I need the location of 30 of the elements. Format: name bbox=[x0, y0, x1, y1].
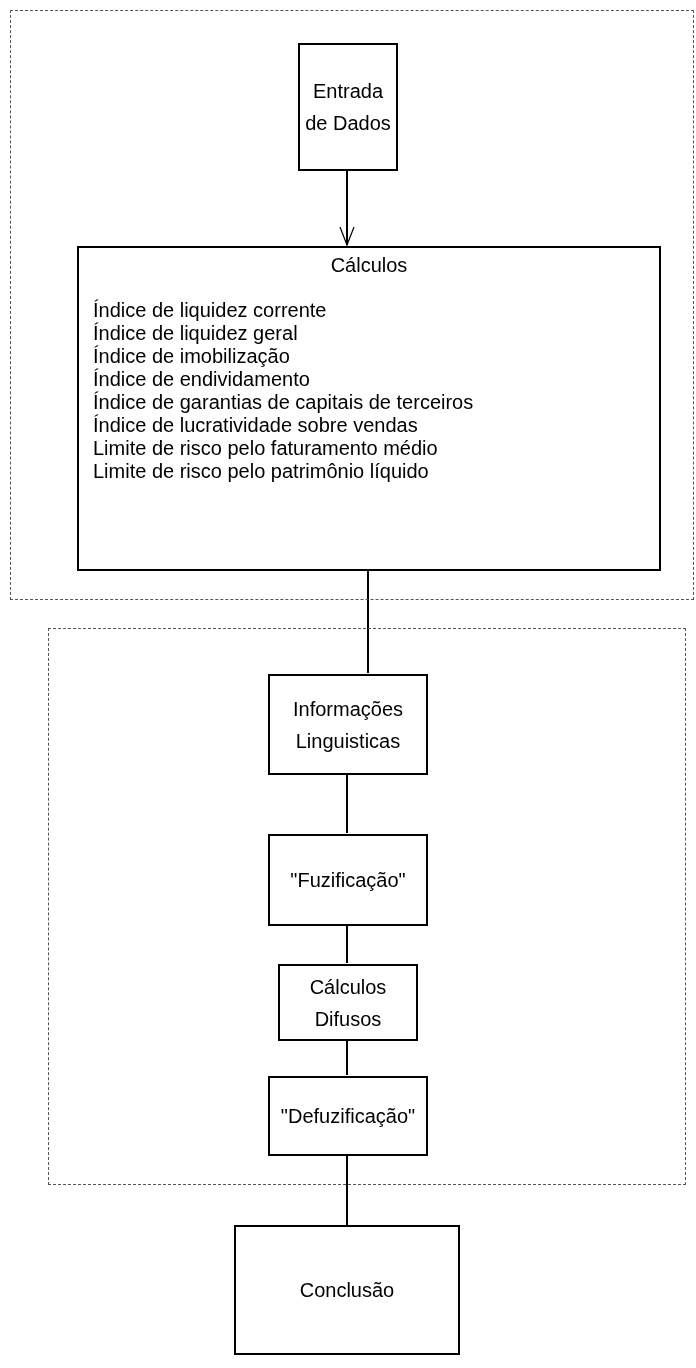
process-box bbox=[298, 43, 398, 171]
box-label: "Defuzificação" bbox=[280, 1104, 416, 1129]
box-label: Informações Linguisticas bbox=[291, 696, 405, 754]
list-item: Índice de liquidez corrente bbox=[93, 299, 328, 322]
process-box bbox=[77, 246, 661, 571]
box-label: Cálculos bbox=[329, 254, 409, 277]
connector-line bbox=[346, 1039, 348, 1076]
connector-line bbox=[346, 773, 348, 834]
connector-line bbox=[346, 924, 348, 964]
list-item: Índice de garantias de capitais de terceiros bbox=[93, 391, 475, 414]
connector-line bbox=[346, 1154, 348, 1226]
process-box bbox=[278, 964, 418, 1041]
list-item: Índice de imobilização bbox=[93, 345, 291, 368]
connector-line bbox=[339, 169, 355, 246]
process-box bbox=[268, 834, 428, 926]
box-label: Conclusão bbox=[299, 1278, 395, 1303]
process-box bbox=[268, 674, 428, 775]
list-item: Índice de endividamento bbox=[93, 368, 311, 391]
list-item: Índice de liquidez geral bbox=[93, 322, 299, 345]
process-box bbox=[234, 1225, 460, 1355]
list-item: Índice de lucratividade sobre vendas bbox=[93, 414, 419, 437]
process-box bbox=[268, 1076, 428, 1156]
box-label: "Fuzificação" bbox=[290, 868, 406, 893]
connector-line bbox=[367, 569, 369, 674]
box-label: Entrada de Dados bbox=[304, 79, 392, 136]
list-item: Limite de risco pelo patrimônio líquido bbox=[93, 460, 430, 483]
dashed-group-box bbox=[48, 628, 686, 1185]
box-label: Cálculos Difusos bbox=[308, 974, 388, 1032]
list-item: Limite de risco pelo faturamento médio bbox=[93, 437, 439, 460]
dashed-group-box bbox=[10, 10, 694, 600]
